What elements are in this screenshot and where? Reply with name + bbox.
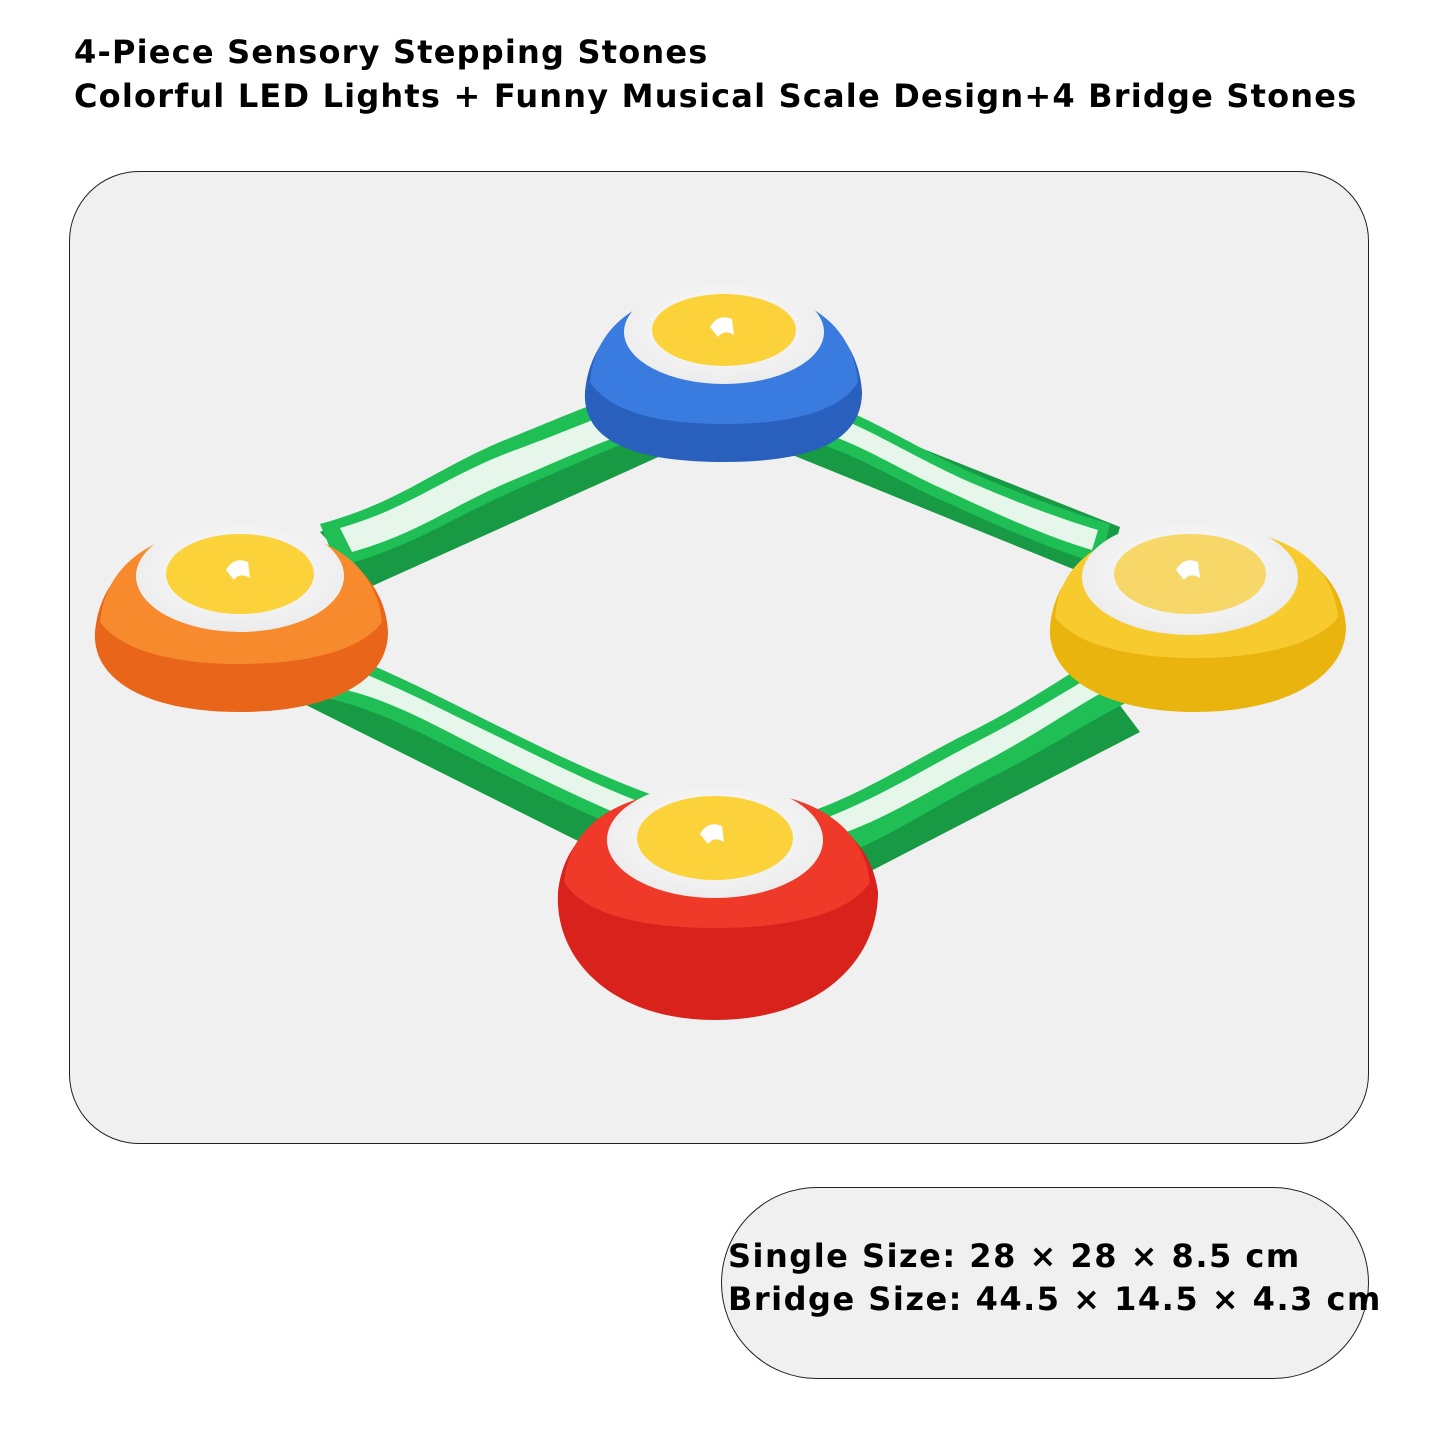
bridge-bottom-left: [290, 644, 655, 867]
title-line-2: Colorful LED Lights + Funny Musical Scal…: [74, 77, 1358, 115]
stepping-stones-illustration: [94, 280, 1346, 1020]
bridge-top-left: [320, 392, 665, 587]
bridge-size-spec: Bridge Size: 44.5 × 14.5 × 4.3 cm: [728, 1280, 1382, 1318]
bridge-bottom-right: [810, 650, 1140, 887]
stone-yellow: [1049, 519, 1346, 712]
product-photo: [69, 171, 1369, 1144]
product-title: 4-Piece Sensory Stepping Stones Colorful…: [74, 30, 1357, 118]
stone-red: [557, 782, 878, 1020]
title-line-1: 4-Piece Sensory Stepping Stones: [74, 33, 709, 71]
stone-orange: [94, 520, 388, 712]
size-specs-panel: Single Size: 28 × 28 × 8.5 cm Bridge Siz…: [721, 1187, 1380, 1379]
bridge-top-right: [785, 398, 1120, 582]
single-size-spec: Single Size: 28 × 28 × 8.5 cm: [728, 1237, 1301, 1275]
stone-blue: [584, 280, 862, 462]
